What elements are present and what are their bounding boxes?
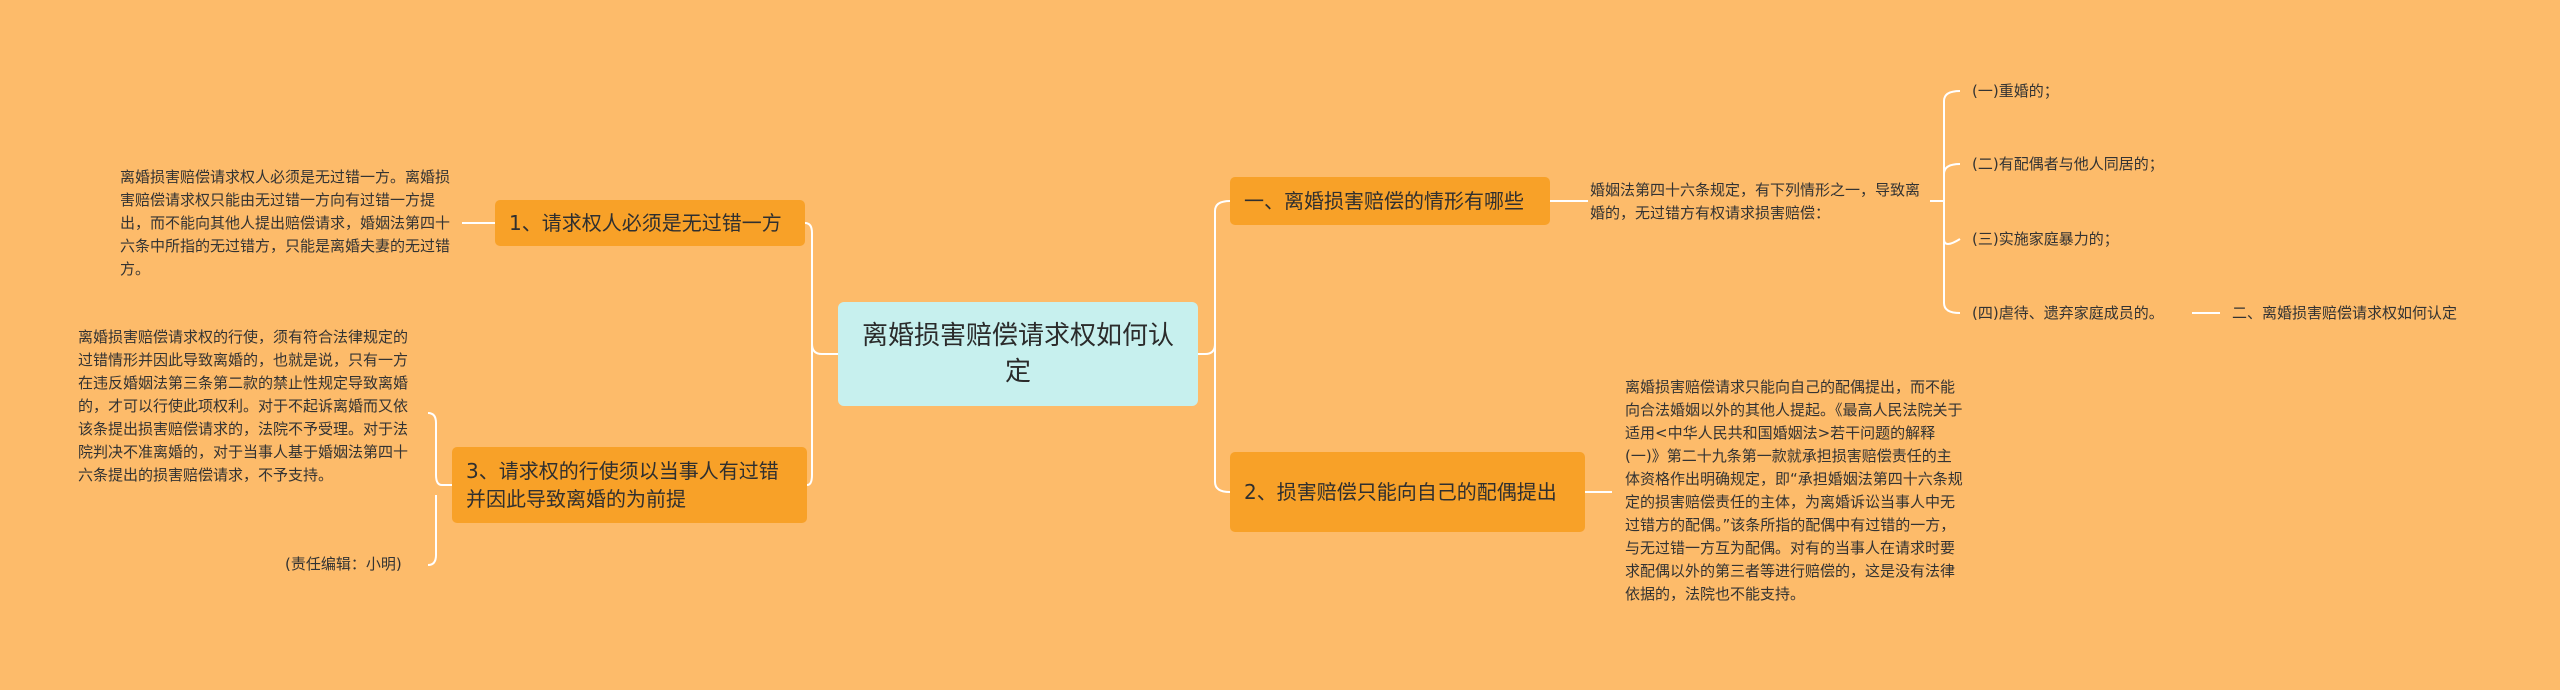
list-item-1: (一)重婚的； [1972, 82, 2059, 100]
connector-b3-bracket [427, 412, 452, 566]
right-branch-2[interactable]: 2、损害赔偿只能向自己的配偶提出 [1230, 452, 1585, 532]
root-topic-label: 离婚损害赔偿请求权如何认定 [861, 321, 1174, 387]
list-item-3: (三)实施家庭暴力的； [1972, 230, 2119, 248]
root-topic[interactable]: 离婚损害赔偿请求权如何认定 [838, 302, 1198, 406]
left-branch-3-label: 3、请求权的行使须以当事人有过错并因此导致离婚的为前提 [466, 459, 779, 511]
list-item-2: (二)有配偶者与他人同居的； [1972, 155, 2164, 173]
editor-note: (责任编辑：小明) [285, 555, 402, 573]
left-branch-3-detail: 离婚损害赔偿请求权的行使，须有符合法律规定的过错情形并因此导致离婚的，也就是说，… [78, 328, 409, 484]
left-branch-1[interactable]: 1、请求权人必须是无过错一方 [495, 200, 805, 246]
right-branch-2-label: 2、损害赔偿只能向自己的配偶提出 [1244, 480, 1557, 504]
list-item-4: (四)虐待、遗弃家庭成员的。 [1972, 304, 2164, 322]
left-branch-1-detail: 离婚损害赔偿请求权人必须是无过错一方。离婚损害赔偿请求权只能由无过错一方向有过错… [120, 168, 451, 278]
connector-r1-items [1930, 90, 1961, 314]
right-branch-1-detail: 婚姻法第四十六条规定，有下列情形之一，导致离婚的，无过错方有权请求损害赔偿： [1590, 181, 1921, 222]
connector-root-right [1198, 200, 1231, 355]
right-branch-1-label: 一、离婚损害赔偿的情形有哪些 [1244, 189, 1524, 213]
left-branch-3[interactable]: 3、请求权的行使须以当事人有过错并因此导致离婚的为前提 [452, 447, 807, 523]
connector-root-left [804, 222, 838, 355]
connector-root-left-lower [806, 344, 813, 486]
right-branch-1[interactable]: 一、离婚损害赔偿的情形有哪些 [1230, 177, 1550, 225]
right-branch-2-detail: 离婚损害赔偿请求只能向自己的配偶提出，而不能向合法婚姻以外的其他人提起。《最高人… [1625, 378, 1963, 603]
left-branch-1-label: 1、请求权人必须是无过错一方 [509, 211, 782, 235]
connector-root-right-lower [1214, 344, 1231, 493]
next-topic-link[interactable]: 二、离婚损害赔偿请求权如何认定 [2232, 304, 2458, 322]
